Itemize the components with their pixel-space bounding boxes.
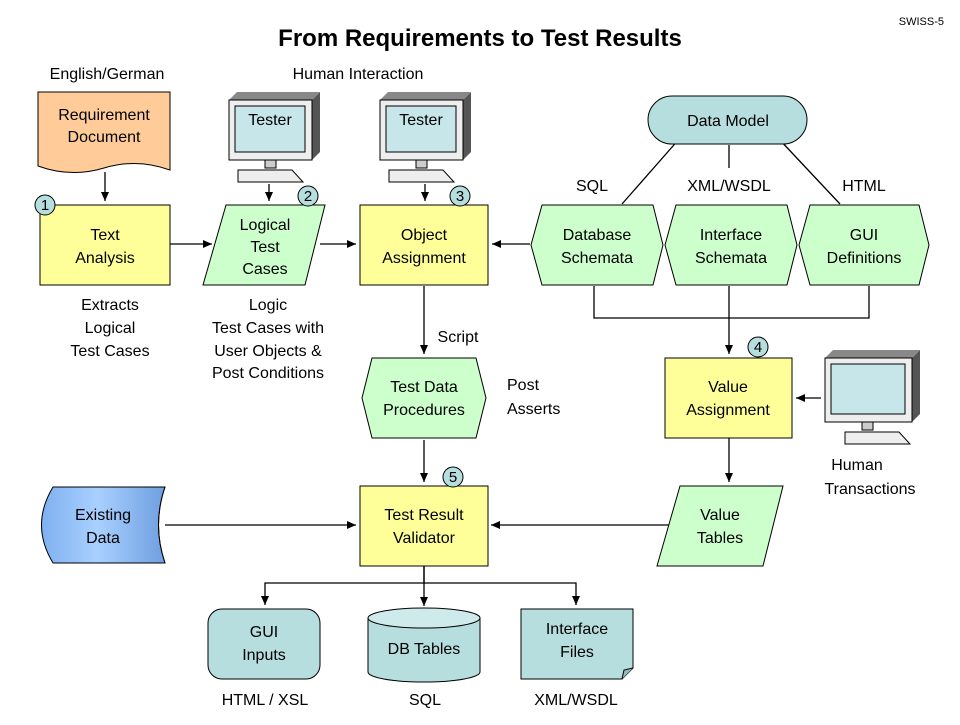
connectors bbox=[101, 137, 870, 606]
tester-2-label: Tester bbox=[399, 112, 443, 129]
interface-files-label-2: Files bbox=[560, 644, 594, 661]
interface-schemata-label-1: Interface bbox=[700, 227, 762, 244]
object-assignment[interactable]: Object Assignment bbox=[359, 204, 489, 286]
requirement-document[interactable]: Requirement Document bbox=[37, 91, 171, 174]
label-logic-2: Test Cases with bbox=[212, 320, 324, 337]
test-result-validator-label-2: Validator bbox=[393, 530, 456, 547]
arrow-validator-to-gui-inputs bbox=[261, 566, 425, 605]
tester-monitor-1[interactable]: Tester bbox=[228, 92, 320, 183]
badge-3-label: 3 bbox=[456, 188, 464, 205]
label-logic-3: User Objects & bbox=[214, 343, 322, 360]
database-schemata-label-2: Schemata bbox=[561, 250, 633, 267]
interface-files-label-1: Interface bbox=[546, 621, 608, 638]
badge-2: 2 bbox=[297, 185, 319, 207]
value-tables-label-1: Value bbox=[700, 507, 740, 524]
object-assignment-label-2: Assignment bbox=[382, 250, 466, 267]
line-datamodel-to-gui bbox=[777, 137, 841, 205]
object-assignment-label-1: Object bbox=[401, 227, 448, 244]
label-xml-wsdl-top: XML/WSDL bbox=[687, 178, 771, 195]
text-analysis[interactable]: Text Analysis bbox=[39, 204, 171, 286]
logical-test-cases-label-3: Cases bbox=[242, 261, 287, 278]
value-tables-label-2: Tables bbox=[697, 530, 743, 547]
interface-files[interactable]: Interface Files bbox=[520, 608, 634, 680]
label-sql-top: SQL bbox=[576, 178, 608, 195]
label-post: Post bbox=[507, 377, 540, 394]
badge-5-label: 5 bbox=[449, 469, 457, 486]
label-logic-1: Logic bbox=[249, 297, 287, 314]
value-tables[interactable]: Value Tables bbox=[656, 485, 784, 567]
page-title: From Requirements to Test Results bbox=[278, 25, 682, 52]
label-sql-bottom: SQL bbox=[409, 692, 441, 709]
value-assignment-label-1: Value bbox=[708, 379, 748, 396]
test-result-validator-label-1: Test Result bbox=[384, 507, 464, 524]
badge-1: 1 bbox=[34, 194, 56, 216]
badge-4: 4 bbox=[747, 336, 769, 358]
data-model[interactable]: Data Model bbox=[647, 95, 808, 145]
label-xml-wsdl-bottom: XML/WSDL bbox=[534, 692, 618, 709]
db-tables[interactable]: DB Tables bbox=[367, 607, 481, 683]
existing-data-store[interactable]: Existing Data bbox=[41, 486, 166, 564]
label-extracts-3: Test Cases bbox=[70, 343, 149, 360]
text-analysis-label-2: Analysis bbox=[75, 250, 135, 267]
label-logic-4: Post Conditions bbox=[212, 365, 324, 382]
tester-1-label: Tester bbox=[248, 112, 292, 129]
badge-4-label: 4 bbox=[754, 339, 762, 356]
logical-test-cases[interactable]: Logical Test Cases bbox=[202, 204, 326, 286]
gui-definitions-label-2: Definitions bbox=[827, 250, 902, 267]
interface-schemata[interactable]: Interface Schemata bbox=[664, 204, 798, 286]
label-html-top: HTML bbox=[842, 178, 886, 195]
value-assignment-label-2: Assignment bbox=[686, 402, 770, 419]
database-schemata[interactable]: Database Schemata bbox=[530, 204, 664, 286]
test-data-procedures-label-2: Procedures bbox=[383, 402, 465, 419]
value-assignment[interactable]: Value Assignment bbox=[664, 357, 793, 439]
data-model-label: Data Model bbox=[687, 113, 769, 130]
badge-3: 3 bbox=[449, 185, 471, 207]
label-human-transactions-2: Transactions bbox=[825, 481, 916, 498]
label-human-transactions-1: Human bbox=[831, 457, 883, 474]
label-html-xsl: HTML / XSL bbox=[222, 692, 309, 709]
badge-2-label: 2 bbox=[304, 188, 312, 205]
test-data-procedures-label-1: Test Data bbox=[390, 379, 458, 396]
label-extracts-1: Extracts bbox=[81, 297, 139, 314]
text-analysis-label-1: Text bbox=[90, 227, 120, 244]
schemata-merge-bracket bbox=[593, 286, 870, 319]
requirement-document-label-2: Document bbox=[68, 129, 141, 146]
gui-definitions[interactable]: GUI Definitions bbox=[798, 204, 930, 286]
test-data-procedures[interactable]: Test Data Procedures bbox=[361, 357, 487, 439]
gui-inputs-label-2: Inputs bbox=[242, 647, 286, 664]
test-result-validator[interactable]: Test Result Validator bbox=[359, 485, 489, 567]
slide-tag: SWISS-5 bbox=[899, 16, 944, 28]
label-human-interaction: Human Interaction bbox=[293, 66, 424, 83]
logical-test-cases-label-2: Test bbox=[250, 239, 280, 256]
badge-5: 5 bbox=[442, 466, 464, 488]
line-datamodel-to-database bbox=[621, 137, 681, 205]
arrow-validator-to-interface-files bbox=[424, 582, 580, 605]
tester-monitor-2[interactable]: Tester bbox=[379, 92, 471, 183]
label-asserts: Asserts bbox=[507, 401, 560, 418]
badge-1-label: 1 bbox=[41, 197, 49, 214]
database-schemata-label-1: Database bbox=[563, 227, 632, 244]
existing-data-label-1: Existing bbox=[75, 507, 131, 524]
existing-data-label-2: Data bbox=[86, 530, 120, 547]
interface-schemata-label-2: Schemata bbox=[695, 250, 767, 267]
db-tables-label: DB Tables bbox=[388, 641, 461, 658]
logical-test-cases-label-1: Logical bbox=[240, 217, 291, 234]
label-english-german: English/German bbox=[50, 66, 165, 83]
human-transactions-monitor[interactable] bbox=[824, 350, 920, 445]
label-script: Script bbox=[438, 329, 479, 346]
requirement-document-label-1: Requirement bbox=[58, 107, 150, 124]
gui-inputs-label-1: GUI bbox=[250, 624, 278, 641]
gui-definitions-label-1: GUI bbox=[850, 227, 878, 244]
label-extracts-2: Logical bbox=[85, 320, 136, 337]
gui-inputs[interactable]: GUI Inputs bbox=[207, 608, 321, 680]
